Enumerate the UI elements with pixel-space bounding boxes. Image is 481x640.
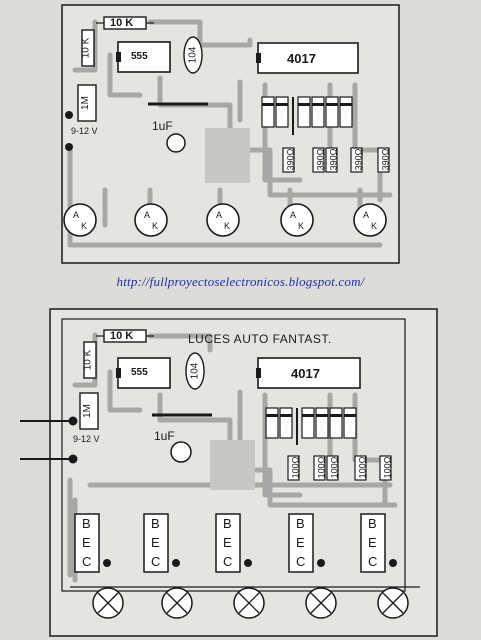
top-390-resistor-2: 390Ω: [315, 148, 326, 171]
source-url-caption[interactable]: http://fullproyectoselectronicos.blogspo…: [116, 274, 365, 289]
top-555-body: [117, 41, 171, 73]
bottom-power-pad-plus: [68, 416, 78, 426]
led-4-cathode: K: [298, 221, 305, 231]
bottom-555-label: 555: [131, 367, 148, 378]
top-diodes: [261, 96, 353, 128]
top-390-resistors: [282, 147, 390, 173]
top-390-resistor-5: 390Ω: [380, 148, 391, 171]
top-resistor-10k-label: 10 K: [110, 17, 134, 29]
top-resistor-left-body: [81, 29, 95, 67]
transistor-3-base: B: [223, 516, 232, 531]
top-4017-body: [257, 42, 359, 74]
top-cap-104-label: 104: [187, 46, 199, 64]
bottom-100-resistor-3: 100Ω: [329, 456, 340, 479]
bottom-diodes: [265, 407, 357, 439]
top-power-pad-plus: [65, 111, 73, 119]
transistor-4-base: B: [296, 516, 305, 531]
bottom-voltage-label: 9-12 V: [73, 434, 100, 444]
transistor-2-collector: C: [151, 554, 161, 569]
top-resistor-left-label: 10 K: [80, 37, 92, 59]
top-leds: [63, 203, 387, 237]
transistor-5-base: B: [368, 516, 377, 531]
bottom-resistor-left-body: [83, 341, 97, 379]
bottom-resistor-10k-label: 10 K: [110, 330, 134, 342]
led-3-cathode: K: [224, 221, 231, 231]
led-1-anode: A: [73, 210, 80, 220]
top-4017-label: 4017: [287, 51, 316, 66]
led-4-anode: A: [290, 210, 297, 220]
transistor-1-collector: C: [82, 554, 92, 569]
top-390-resistor-1: 390Ω: [285, 148, 296, 171]
transistor-1-emitter: E: [82, 535, 91, 550]
bottom-555-body: [117, 357, 171, 389]
led-5-cathode: K: [371, 221, 378, 231]
led-5-anode: A: [363, 210, 370, 220]
bottom-4017-label: 4017: [291, 366, 320, 381]
transistor-boxes: [74, 513, 386, 573]
top-390-resistor-3: 390Ω: [328, 148, 339, 171]
bottom-trimmer-body: [79, 392, 99, 430]
transistor-1-base: B: [82, 516, 91, 531]
top-voltage-label: 9-12 V: [71, 126, 98, 136]
bottom-100-resistor-4: 100Ω: [357, 456, 368, 479]
top-electro-cap: [166, 133, 186, 153]
bottom-board-title: LUCES AUTO FANTAST.: [188, 332, 332, 346]
bottom-power-pad-minus: [68, 454, 78, 464]
transistor-4-emitter: E: [296, 535, 305, 550]
led-3-anode: A: [216, 210, 223, 220]
bottom-electro-cap-label: 1uF: [154, 429, 175, 443]
bottom-resistor-left-label: 10 K: [82, 349, 94, 371]
led-2-cathode: K: [152, 221, 159, 231]
top-trimmer-label: 1M: [79, 96, 91, 110]
led-2-anode: A: [144, 210, 151, 220]
transistor-3-collector: C: [223, 554, 233, 569]
bottom-100-resistor-2: 100Ω: [316, 456, 327, 479]
transistor-pads: [103, 559, 397, 567]
bottom-electro-cap: [170, 441, 192, 463]
top-power-pad-minus: [65, 143, 73, 151]
bottom-100-resistor-1: 100Ω: [290, 456, 301, 479]
top-390-resistor-4: 390Ω: [353, 148, 364, 171]
bottom-100-resistor-5: 100Ω: [382, 456, 393, 479]
transistor-4-collector: C: [296, 554, 306, 569]
bottom-trimmer-label: 1M: [81, 404, 93, 418]
top-ground-pad: [205, 128, 250, 183]
transistor-5-emitter: E: [368, 535, 377, 550]
top-555-label: 555: [131, 51, 148, 62]
transistor-5-collector: C: [368, 554, 378, 569]
top-electro-cap-label: 1uF: [152, 119, 173, 133]
bottom-ground-pad: [210, 440, 255, 490]
top-trimmer-body: [77, 84, 97, 122]
bottom-100-resistors: [287, 455, 392, 481]
bottom-cap-104-body: [185, 352, 205, 390]
transistor-2-base: B: [151, 516, 160, 531]
transistor-3-emitter: E: [223, 535, 232, 550]
bottom-cap-104-label: 104: [189, 362, 201, 380]
transistor-2-emitter: E: [151, 535, 160, 550]
top-cap-104-body: [183, 36, 203, 74]
led-1-cathode: K: [81, 221, 88, 231]
